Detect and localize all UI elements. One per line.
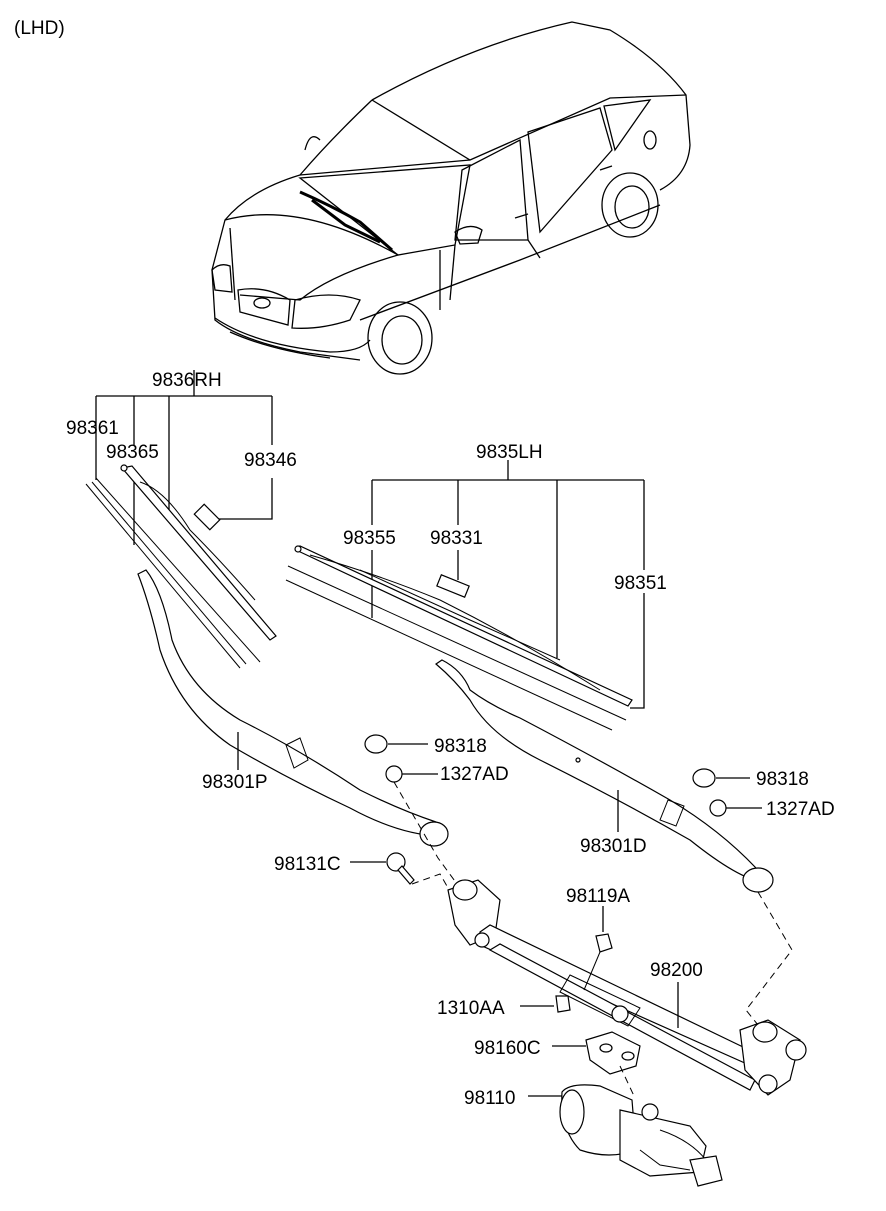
driver-arm xyxy=(435,659,774,893)
car-wiper-highlight xyxy=(299,190,393,252)
label-98131c: 98131C xyxy=(274,854,341,875)
label-98318-right: 98318 xyxy=(756,769,809,790)
grommet xyxy=(520,995,571,1013)
label-1327ad-upper: 1327AD xyxy=(440,764,509,785)
label-98331: 98331 xyxy=(430,528,483,549)
label-1310aa: 1310AA xyxy=(437,998,505,1019)
label-1327ad-right: 1327AD xyxy=(766,799,835,820)
label-98361: 98361 xyxy=(66,418,119,439)
label-98346: 98346 xyxy=(244,450,297,471)
lh-blade-group xyxy=(285,460,645,731)
sedan-outline-icon xyxy=(211,21,691,375)
cap-and-nut-right xyxy=(692,768,793,1031)
cap-and-nut-upper xyxy=(364,734,461,889)
label-98365: 98365 xyxy=(106,442,159,463)
label-9836rh: 9836RH xyxy=(152,370,222,391)
motor-bracket xyxy=(552,1031,641,1097)
label-98119a: 98119A xyxy=(566,886,630,907)
label-98301d: 98301D xyxy=(580,836,647,857)
wiper-motor-icon xyxy=(528,1084,723,1187)
label-98110: 98110 xyxy=(464,1088,515,1109)
label-98351: 98351 xyxy=(614,573,667,594)
variant-label: (LHD) xyxy=(14,18,65,39)
passenger-arm xyxy=(137,569,449,847)
label-9835lh: 9835LH xyxy=(476,442,543,463)
label-98355: 98355 xyxy=(343,528,396,549)
label-98318-upper: 98318 xyxy=(434,736,487,757)
rh-blade-group xyxy=(85,370,277,669)
label-98160c: 98160C xyxy=(474,1038,541,1059)
label-98200: 98200 xyxy=(650,960,703,981)
wiper-linkage xyxy=(447,879,807,1096)
label-98301p: 98301P xyxy=(202,772,268,793)
bolt-linkage xyxy=(583,906,613,991)
